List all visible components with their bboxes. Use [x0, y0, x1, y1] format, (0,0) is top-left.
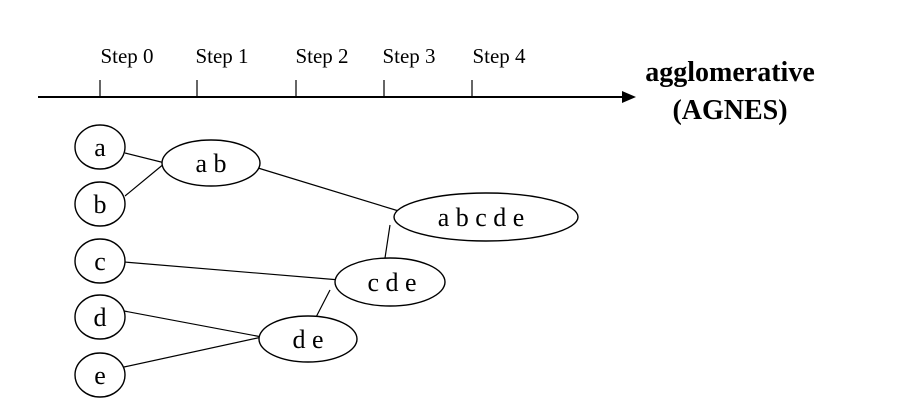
- node-a: a: [74, 124, 126, 170]
- node-de-label: d e: [292, 325, 323, 354]
- node-cde-label: c d e: [367, 268, 416, 297]
- edge-e-de: [123, 336, 263, 368]
- node-abcde: a b c d e: [393, 192, 579, 242]
- node-ab: a b: [161, 139, 261, 187]
- node-de: d e: [258, 315, 358, 363]
- step-3-label: Step 3: [382, 44, 435, 68]
- node-d-label: d: [94, 303, 107, 332]
- node-abcde-label: a b c d e: [438, 203, 525, 232]
- edge-cde-abcde: [384, 224, 391, 259]
- node-e: e: [74, 352, 126, 398]
- node-ab-label: a b: [195, 149, 226, 178]
- step-1-label: Step 1: [195, 44, 248, 68]
- edge-b-ab: [124, 162, 166, 197]
- step-0-label: Step 0: [100, 44, 153, 68]
- diagram-title-line1: agglomerative: [645, 57, 815, 88]
- edge-ab-abcde: [257, 167, 403, 213]
- node-cde: c d e: [334, 257, 446, 307]
- node-b-label: b: [94, 190, 107, 219]
- edge-d-de: [123, 310, 263, 338]
- node-a-label: a: [94, 133, 106, 162]
- step-4-label: Step 4: [472, 44, 526, 68]
- edge-a-ab: [124, 152, 166, 164]
- step-2-label: Step 2: [295, 44, 348, 68]
- diagram-title-line2: (AGNES): [672, 95, 787, 126]
- node-c-label: c: [94, 247, 106, 276]
- timeline-arrowhead: [622, 91, 636, 103]
- node-e-label: e: [94, 361, 106, 390]
- edge-c-cde: [123, 261, 341, 281]
- node-b: b: [74, 181, 126, 227]
- node-d: d: [74, 294, 126, 340]
- node-c: c: [74, 238, 126, 284]
